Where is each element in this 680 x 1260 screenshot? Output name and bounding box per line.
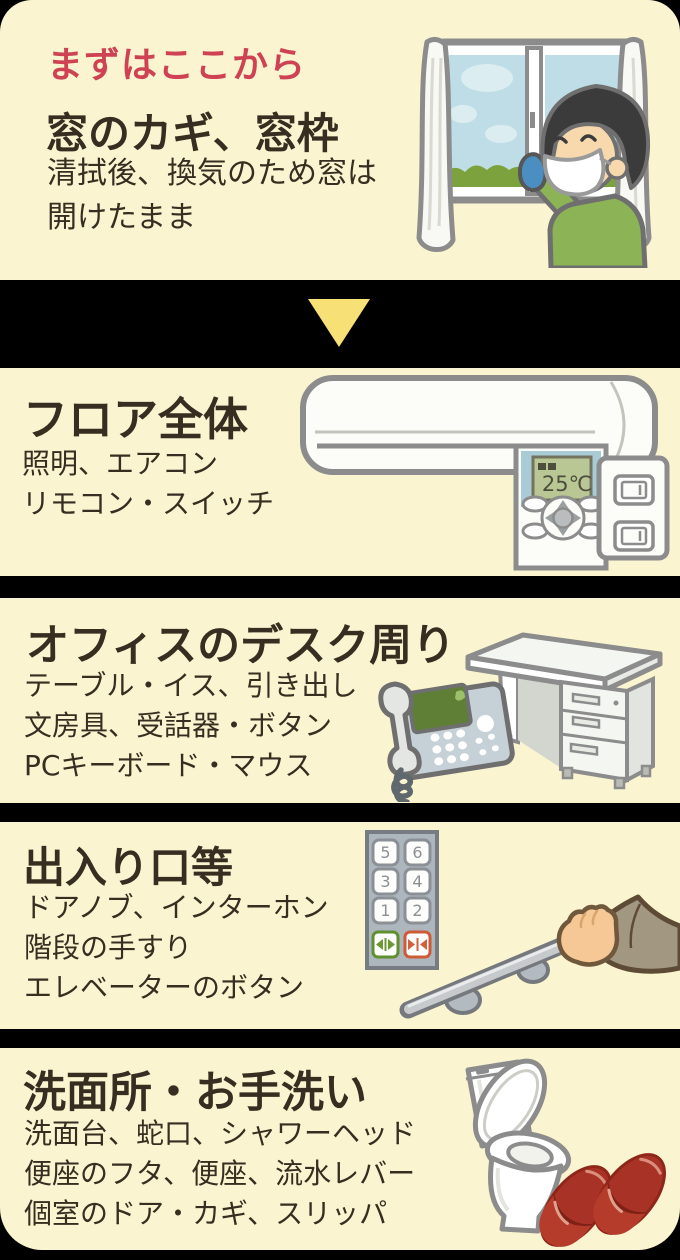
office-phone (378, 681, 515, 802)
body-line: エレベーターのボタン (24, 971, 305, 1004)
section-body-entrance: ドアノブ、インターホン 階段の手すり エレベーターのボタン (24, 888, 329, 1008)
divider-band (0, 1029, 680, 1048)
remote-control: 25℃ (513, 443, 609, 571)
toilet-lid-open (472, 1058, 548, 1150)
body-line: 開けたまま (47, 200, 197, 235)
window-pane-left (449, 55, 531, 187)
section-title-windows: 窓のカギ、窓枠 (46, 109, 339, 158)
body-line: 便座のフタ、便座、流水レバー (24, 1157, 416, 1190)
floor-button-6: 6 (412, 843, 422, 862)
section-body-floor: 照明、エアコン リモコン・スイッチ (22, 444, 274, 524)
section-title-entrance: 出入り口等 (23, 843, 234, 892)
floor-button-4: 4 (412, 872, 422, 891)
phone-dial-button (476, 715, 494, 733)
hair (540, 84, 651, 190)
divider-band (0, 803, 680, 822)
toilet (465, 1058, 572, 1234)
body-line: 清拭後、換気のため窓は (47, 156, 377, 191)
floor-button-2: 2 (412, 901, 422, 920)
elevator-handrail-illustration: 5 6 3 4 1 2 (365, 830, 680, 1019)
body-line: 階段の手すり (24, 931, 193, 964)
section-title-washroom: 洗面所・お手洗い (23, 1068, 367, 1118)
wall-switch-panel (596, 455, 670, 561)
window-lock (530, 112, 535, 128)
gripping-hand-and-sleeve (556, 894, 680, 974)
stair-handrail (399, 926, 596, 1019)
section-title-desk: オフィスのデスク周り (26, 621, 456, 671)
rubber-glove (517, 152, 548, 193)
body-line: テーブル・イス、引き出し (24, 669, 358, 702)
section-body-windows: 清拭後、換気のため窓は 開けたまま (47, 152, 377, 240)
slippers (539, 1153, 666, 1247)
body-line: PCキーボード・マウス (24, 749, 313, 782)
body-line: ドアノブ、インターホン (24, 891, 329, 924)
divider-band (0, 576, 680, 598)
body-line: 洗面台、蛇口、シャワーヘッド (24, 1117, 417, 1150)
toilet-slippers-illustration (465, 1058, 666, 1247)
window-cleaning-illustration (416, 36, 652, 268)
air-conditioner-illustration: 25℃ (300, 375, 670, 571)
face-mask (542, 148, 606, 197)
ear (605, 156, 629, 180)
section-title-floor: フロア全体 (23, 393, 249, 446)
cleaning-person (517, 84, 651, 268)
section-body-washroom: 洗面台、蛇口、シャワーヘッド 便座のフタ、便座、流水レバー 個室のドア・カギ、ス… (24, 1114, 416, 1234)
kicker-first-step: まずはここから (47, 45, 307, 86)
body-line: リモコン・スイッチ (22, 487, 275, 520)
remote-temperature: 25℃ (542, 472, 592, 496)
curtain-left (416, 36, 456, 252)
body-line: 照明、エアコン (22, 447, 219, 480)
floor-button-5: 5 (380, 843, 390, 862)
office-desk (465, 632, 663, 790)
hand (556, 904, 620, 967)
body-line: 個室のドア・カギ、スリッパ (24, 1197, 388, 1230)
desk-phone-illustration (378, 632, 663, 802)
phone-cord (391, 767, 413, 802)
floor-button-3: 3 (380, 872, 390, 891)
elevator-button-panel: 5 6 3 4 1 2 (365, 830, 439, 970)
section-body-desk: テーブル・イス、引き出し 文房具、受話器・ボタン PCキーボード・マウス (24, 666, 357, 786)
body-line: 文房具、受話器・ボタン (24, 709, 333, 742)
floor-button-1: 1 (380, 901, 390, 920)
down-arrow-icon (308, 299, 370, 347)
phone-screen (406, 682, 473, 735)
